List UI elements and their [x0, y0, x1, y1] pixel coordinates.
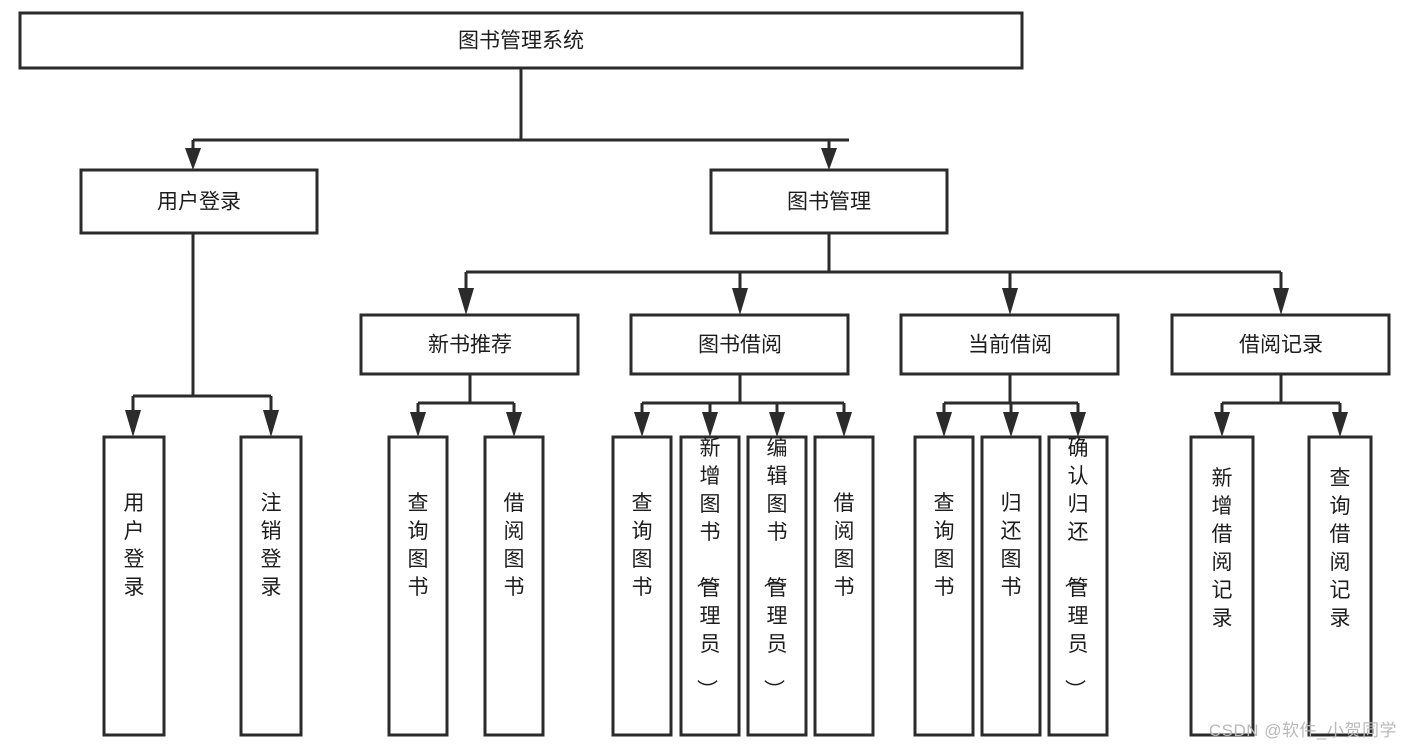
connector-new-book-recommend-to-leaves	[410, 374, 522, 437]
connector-book-borrow-to-leaves	[634, 374, 852, 437]
node-leaf-query-book-1-label: 查询图书	[408, 492, 429, 599]
node-book-manage-label: 图书管理	[787, 191, 871, 214]
node-root-system-label: 图书管理系统	[458, 30, 584, 53]
node-new-book-recommend[interactable]: 新书推荐	[359, 313, 580, 376]
node-leaf-return-book-label: 归还图书	[1001, 492, 1022, 599]
connector-current-borrow-to-leaves	[936, 374, 1086, 437]
connector-book-manage-to-level3	[458, 233, 1289, 315]
csdn-watermark: CSDN @软件_小贺同学	[1208, 721, 1397, 740]
node-leaf-edit-book[interactable]: 编辑图书（管理员）	[746, 435, 808, 737]
node-leaf-logout-label: 注销登录	[261, 492, 282, 599]
node-root-system[interactable]: 图书管理系统	[18, 11, 1024, 70]
connector-root-to-level2	[185, 68, 849, 170]
node-current-borrow[interactable]: 当前借阅	[899, 313, 1120, 376]
node-borrow-record-label: 借阅记录	[1239, 334, 1323, 357]
node-leaf-borrow-book-2[interactable]: 借阅图书	[813, 435, 875, 737]
connector-user-login-to-leaves	[125, 233, 279, 437]
node-leaf-query-book-2-label: 查询图书	[632, 492, 653, 599]
connector-borrow-record-to-leaves	[1214, 374, 1348, 437]
node-leaf-query-book-1[interactable]: 查询图书	[387, 435, 449, 737]
node-leaf-add-record[interactable]: 新增借阅记录	[1189, 435, 1255, 737]
node-leaf-logout[interactable]: 注销登录	[239, 435, 303, 737]
node-user-login-label: 用户登录	[157, 191, 241, 214]
node-leaf-query-book-2[interactable]: 查询图书	[611, 435, 673, 737]
node-book-manage[interactable]: 图书管理	[709, 168, 949, 235]
node-leaf-add-record-label: 新增借阅记录	[1212, 467, 1233, 630]
node-leaf-user-login[interactable]: 用户登录	[102, 435, 166, 737]
node-leaf-query-record[interactable]: 查询借阅记录	[1307, 435, 1373, 737]
node-leaf-borrow-book-2-label: 借阅图书	[834, 492, 855, 599]
node-leaf-user-login-label: 用户登录	[124, 492, 145, 599]
node-borrow-record[interactable]: 借阅记录	[1170, 313, 1391, 376]
node-new-book-recommend-label: 新书推荐	[428, 334, 512, 357]
node-book-borrow[interactable]: 图书借阅	[629, 313, 850, 376]
node-leaf-query-book-3-label: 查询图书	[934, 492, 955, 599]
node-user-login[interactable]: 用户登录	[79, 168, 319, 235]
node-leaf-query-book-3[interactable]: 查询图书	[913, 435, 975, 737]
node-leaf-borrow-book-1[interactable]: 借阅图书	[483, 435, 545, 737]
node-current-borrow-label: 当前借阅	[968, 334, 1052, 357]
node-leaf-borrow-book-1-label: 借阅图书	[504, 492, 525, 599]
node-leaf-add-book[interactable]: 新增图书（管理员）	[679, 435, 741, 737]
node-leaf-return-book[interactable]: 归还图书	[980, 435, 1042, 737]
node-leaf-query-record-label: 查询借阅记录	[1330, 467, 1351, 630]
node-leaf-confirm-return-label: 确认归还（管理员）	[1063, 437, 1089, 700]
node-leaf-confirm-return[interactable]: 确认归还（管理员）	[1047, 435, 1109, 737]
node-book-borrow-label: 图书借阅	[698, 334, 782, 357]
node-leaf-add-book-label: 新增图书（管理员）	[695, 437, 721, 700]
node-leaf-edit-book-label: 编辑图书（管理员）	[762, 437, 788, 700]
